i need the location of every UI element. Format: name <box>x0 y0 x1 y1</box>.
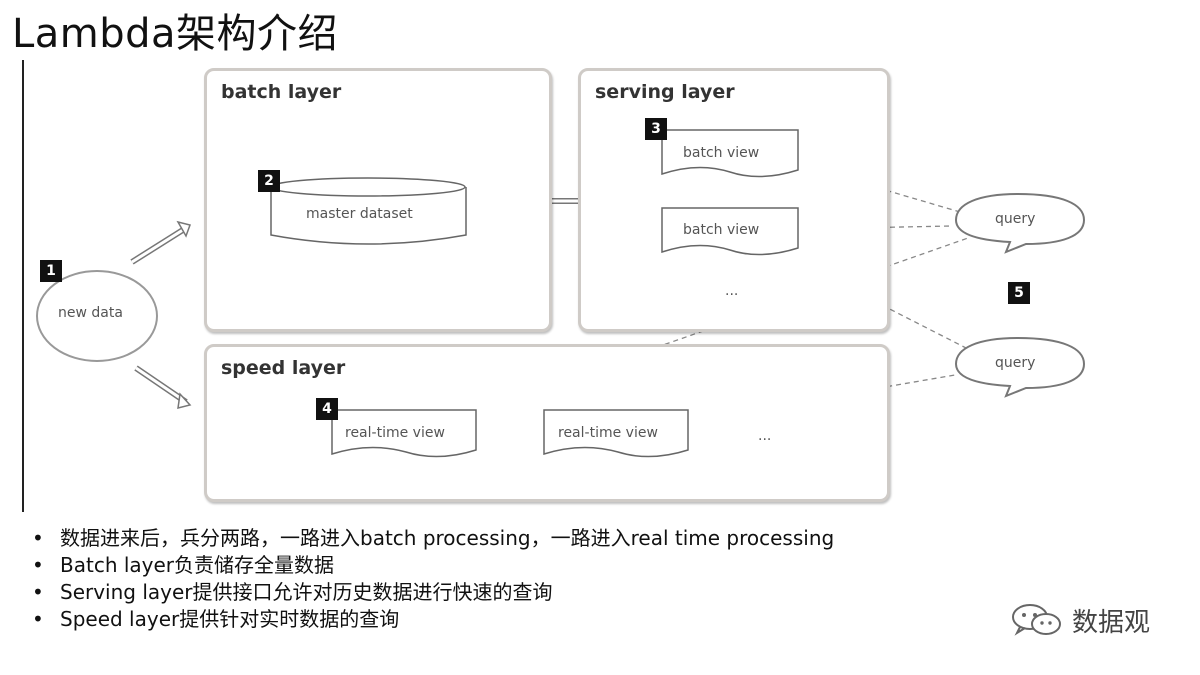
new-data-circle <box>36 270 158 362</box>
master-dataset-cylinder <box>270 177 467 245</box>
left-divider <box>22 60 24 512</box>
batch-view-2-label: batch view <box>683 222 760 238</box>
new-data-label: new data <box>58 305 123 321</box>
slide-title: Lambda架构介绍 <box>12 11 339 57</box>
speed-ellipsis: ... <box>758 428 772 444</box>
arrow-newdata-speed <box>134 365 192 409</box>
batch-layer-title: batch layer <box>221 81 342 103</box>
tag-4: 4 <box>316 398 338 420</box>
arrow-newdata-batch <box>130 220 191 265</box>
query-bubble-1 <box>954 192 1086 254</box>
query-bubble-2 <box>954 336 1086 398</box>
speed-layer-title: speed layer <box>221 357 346 379</box>
master-dataset-label: master dataset <box>306 206 413 222</box>
serving-layer-panel: serving layer <box>578 68 890 332</box>
bullet-item: 数据进来后，兵分两路，一路进入batch processing，一路进入real… <box>32 525 834 552</box>
bullet-list: 数据进来后，兵分两路，一路进入batch processing，一路进入real… <box>32 525 834 633</box>
real-time-view-2-label: real-time view <box>558 425 658 441</box>
bullet-item: Batch layer负责储存全量数据 <box>32 552 834 579</box>
serving-layer-title: serving layer <box>595 81 735 103</box>
real-time-view-1-label: real-time view <box>345 425 445 441</box>
tag-5: 5 <box>1008 282 1030 304</box>
wechat-icon <box>1012 604 1061 636</box>
batch-view-2-shape <box>661 207 799 256</box>
tag-1: 1 <box>40 260 62 282</box>
brand-name: 数据观 <box>1072 607 1151 638</box>
tag-2: 2 <box>258 170 280 192</box>
bullet-item: Speed layer提供针对实时数据的查询 <box>32 606 834 633</box>
real-time-view-1-shape <box>331 409 477 458</box>
brand-watermark: 数据观 <box>1010 600 1150 640</box>
real-time-view-2-shape <box>543 409 689 458</box>
batch-view-1-shape <box>661 129 799 178</box>
serving-ellipsis: ... <box>725 283 739 299</box>
tag-3: 3 <box>645 118 667 140</box>
query-1-label: query <box>995 211 1036 227</box>
query-2-label: query <box>995 355 1036 371</box>
batch-view-1-label: batch view <box>683 145 760 161</box>
bullet-item: Serving layer提供接口允许对历史数据进行快速的查询 <box>32 579 834 606</box>
